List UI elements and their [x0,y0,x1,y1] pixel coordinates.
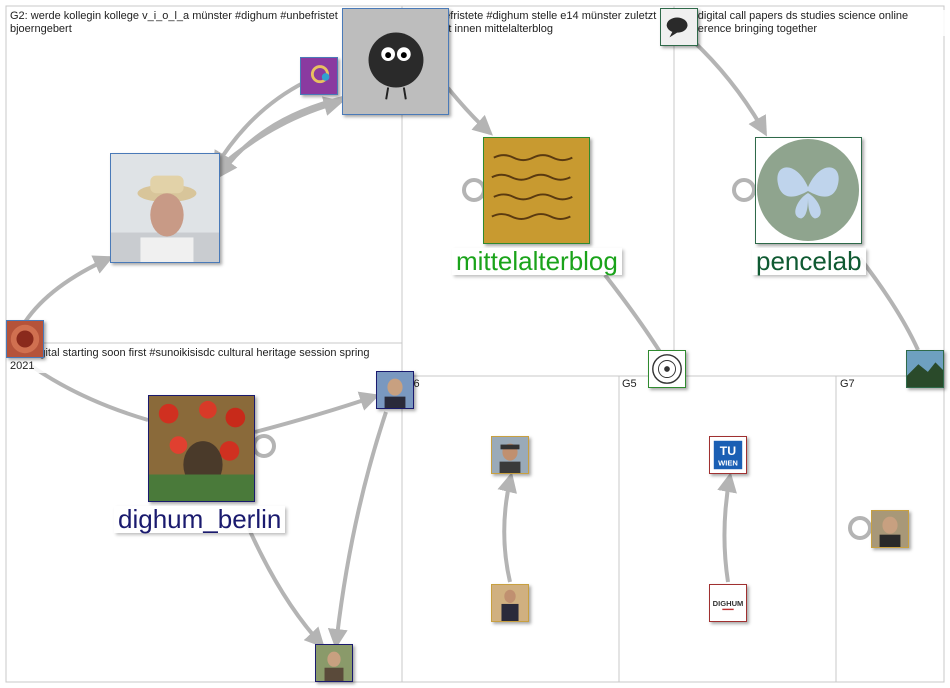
dighum-logo-text: DIGHUM [713,599,744,608]
edge [717,472,737,583]
edge [858,256,920,351]
edge [226,96,344,162]
node-label-dighum-berlin: dighum_berlin [114,505,286,534]
group-label-g3: G3: digital call papers ds studies scien… [675,10,947,36]
edge [212,80,306,172]
edge [28,363,149,422]
node-avatar-man-suit[interactable] [491,584,529,622]
graph-border [5,5,945,683]
edge [254,391,380,434]
node-avatar-fuzzy-creature[interactable] [342,8,449,115]
group-label-g1: G1: digital starting soon first #sunoiki… [8,347,382,373]
self-loop-edge [848,516,872,540]
edge [497,472,517,583]
self-loop-edge [462,178,486,202]
edge [690,38,767,137]
self-loop-edge [732,178,756,202]
node-avatar-manuscript[interactable] [483,137,590,244]
edge [23,255,114,324]
node-avatar-red-logo[interactable] [6,320,44,358]
group-boundaries [5,5,945,683]
edge [243,519,325,648]
node-avatar-landscape[interactable] [906,350,944,388]
node-avatar-speech[interactable] [660,8,698,46]
edge [446,86,493,136]
node-label-mittelalterblog: mittelalterblog [452,247,622,276]
node-avatar-dighum-logo[interactable]: DIGHUM [709,584,747,622]
node-avatar-butterfly[interactable] [755,137,862,244]
node-label-pencelab: pencelab [752,247,866,276]
self-loop-edge [252,434,276,458]
svg-text:TU: TU [720,444,737,458]
node-avatar-outdoor[interactable] [315,644,353,682]
node-avatar-seal[interactable] [648,350,686,388]
node-avatar-bald-man[interactable] [871,510,909,548]
group-label-g2: G2: werde kollegin kollege v_i_o_l_a mün… [8,10,342,36]
node-avatar-ring[interactable] [300,57,338,95]
group-label-g7: G7 [838,378,857,391]
node-avatar-man-blue[interactable] [376,371,414,409]
edge [327,411,388,649]
node-avatar-man-hat[interactable] [491,436,529,474]
node-avatar-flowers-cat[interactable] [148,395,255,502]
edge [603,273,664,357]
node-avatar-hat-man[interactable] [110,153,220,263]
group-label-g5: G5 [620,378,639,391]
svg-text:WIEN: WIEN [718,458,738,467]
